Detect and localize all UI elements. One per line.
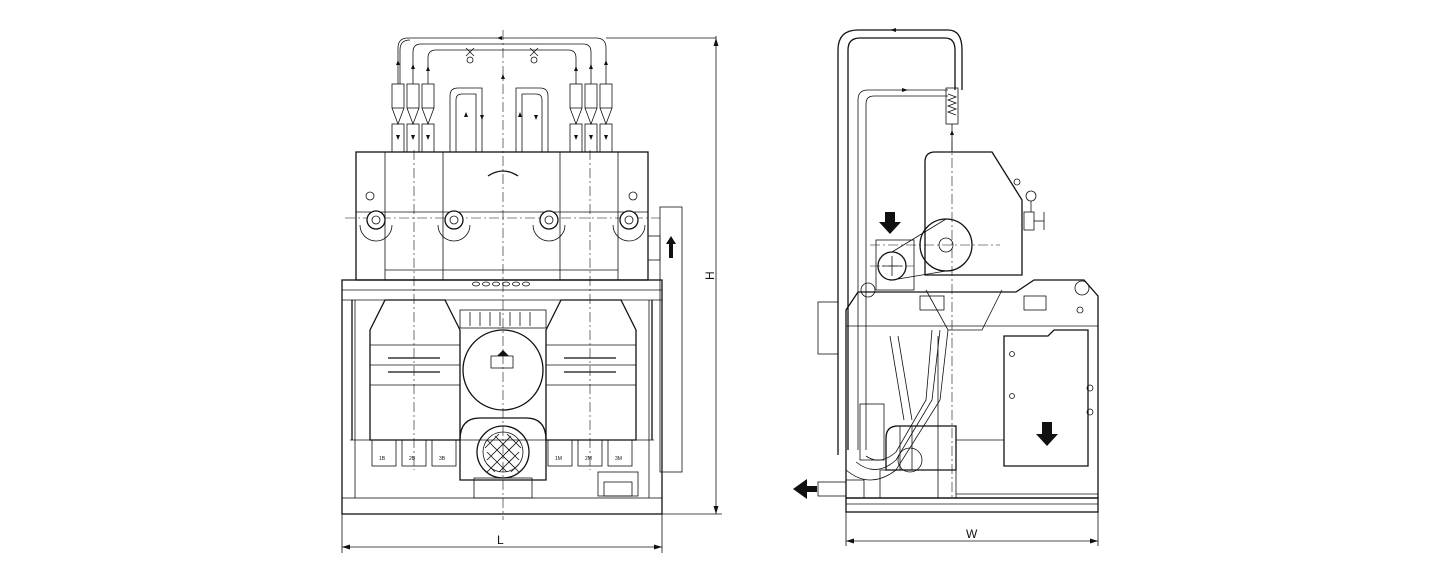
- side-drawer-panel: [1003, 329, 1089, 467]
- front-cyclone-housing-right: [559, 151, 619, 281]
- dimension-label-h: H: [703, 271, 717, 280]
- front-valve-left: [465, 47, 475, 64]
- front-drive-wheel: [462, 329, 544, 411]
- port-label-2m: 2M: [585, 456, 592, 462]
- side-inlet-arrow: [879, 212, 901, 234]
- side-sifter-housing: [845, 279, 1099, 499]
- front-base-frame: [341, 279, 663, 515]
- dimension-label-w: W: [966, 527, 978, 541]
- dimension-w: W: [845, 512, 1099, 546]
- front-center-hopper: [459, 309, 547, 329]
- side-outlet-arrow: [1036, 422, 1058, 446]
- side-discharge-arrow: [793, 479, 817, 499]
- port-label-3b: 3B: [439, 456, 446, 462]
- dimension-l: L: [341, 514, 663, 553]
- front-upper-cabinet: [355, 151, 649, 281]
- dimension-label-l: L: [497, 533, 504, 547]
- side-motor: [885, 425, 957, 471]
- front-sifter-left: [369, 299, 461, 441]
- side-upper-body: [924, 151, 1023, 276]
- front-roller-gauges: [359, 191, 646, 242]
- front-base-skid: [341, 497, 663, 515]
- front-cyclones-right: [515, 37, 613, 153]
- front-side-duct: [659, 206, 683, 473]
- dimension-h: H: [662, 36, 722, 515]
- side-outlet-pipe: [817, 481, 847, 497]
- front-motor: [459, 417, 547, 499]
- side-base: [845, 497, 1099, 513]
- front-inspection-holes: [472, 281, 530, 287]
- port-label-1m: 1M: [555, 456, 562, 462]
- front-view: 1B 2B 3B 1M 2M 3M L: [341, 30, 722, 553]
- port-label-3m: 3M: [615, 456, 622, 462]
- side-view: W: [793, 28, 1099, 546]
- front-cyclones-left: [391, 37, 483, 153]
- port-label-2b: 2B: [409, 456, 416, 462]
- front-flow-arrows: [396, 36, 608, 140]
- port-label-1b: 1B: [379, 456, 386, 462]
- front-valve-right: [529, 47, 539, 64]
- front-sifter-right: [545, 299, 637, 441]
- side-return-pipe-outer: [847, 37, 956, 450]
- front-outlet-ports: 1B 2B 3B 1M 2M 3M: [371, 439, 633, 467]
